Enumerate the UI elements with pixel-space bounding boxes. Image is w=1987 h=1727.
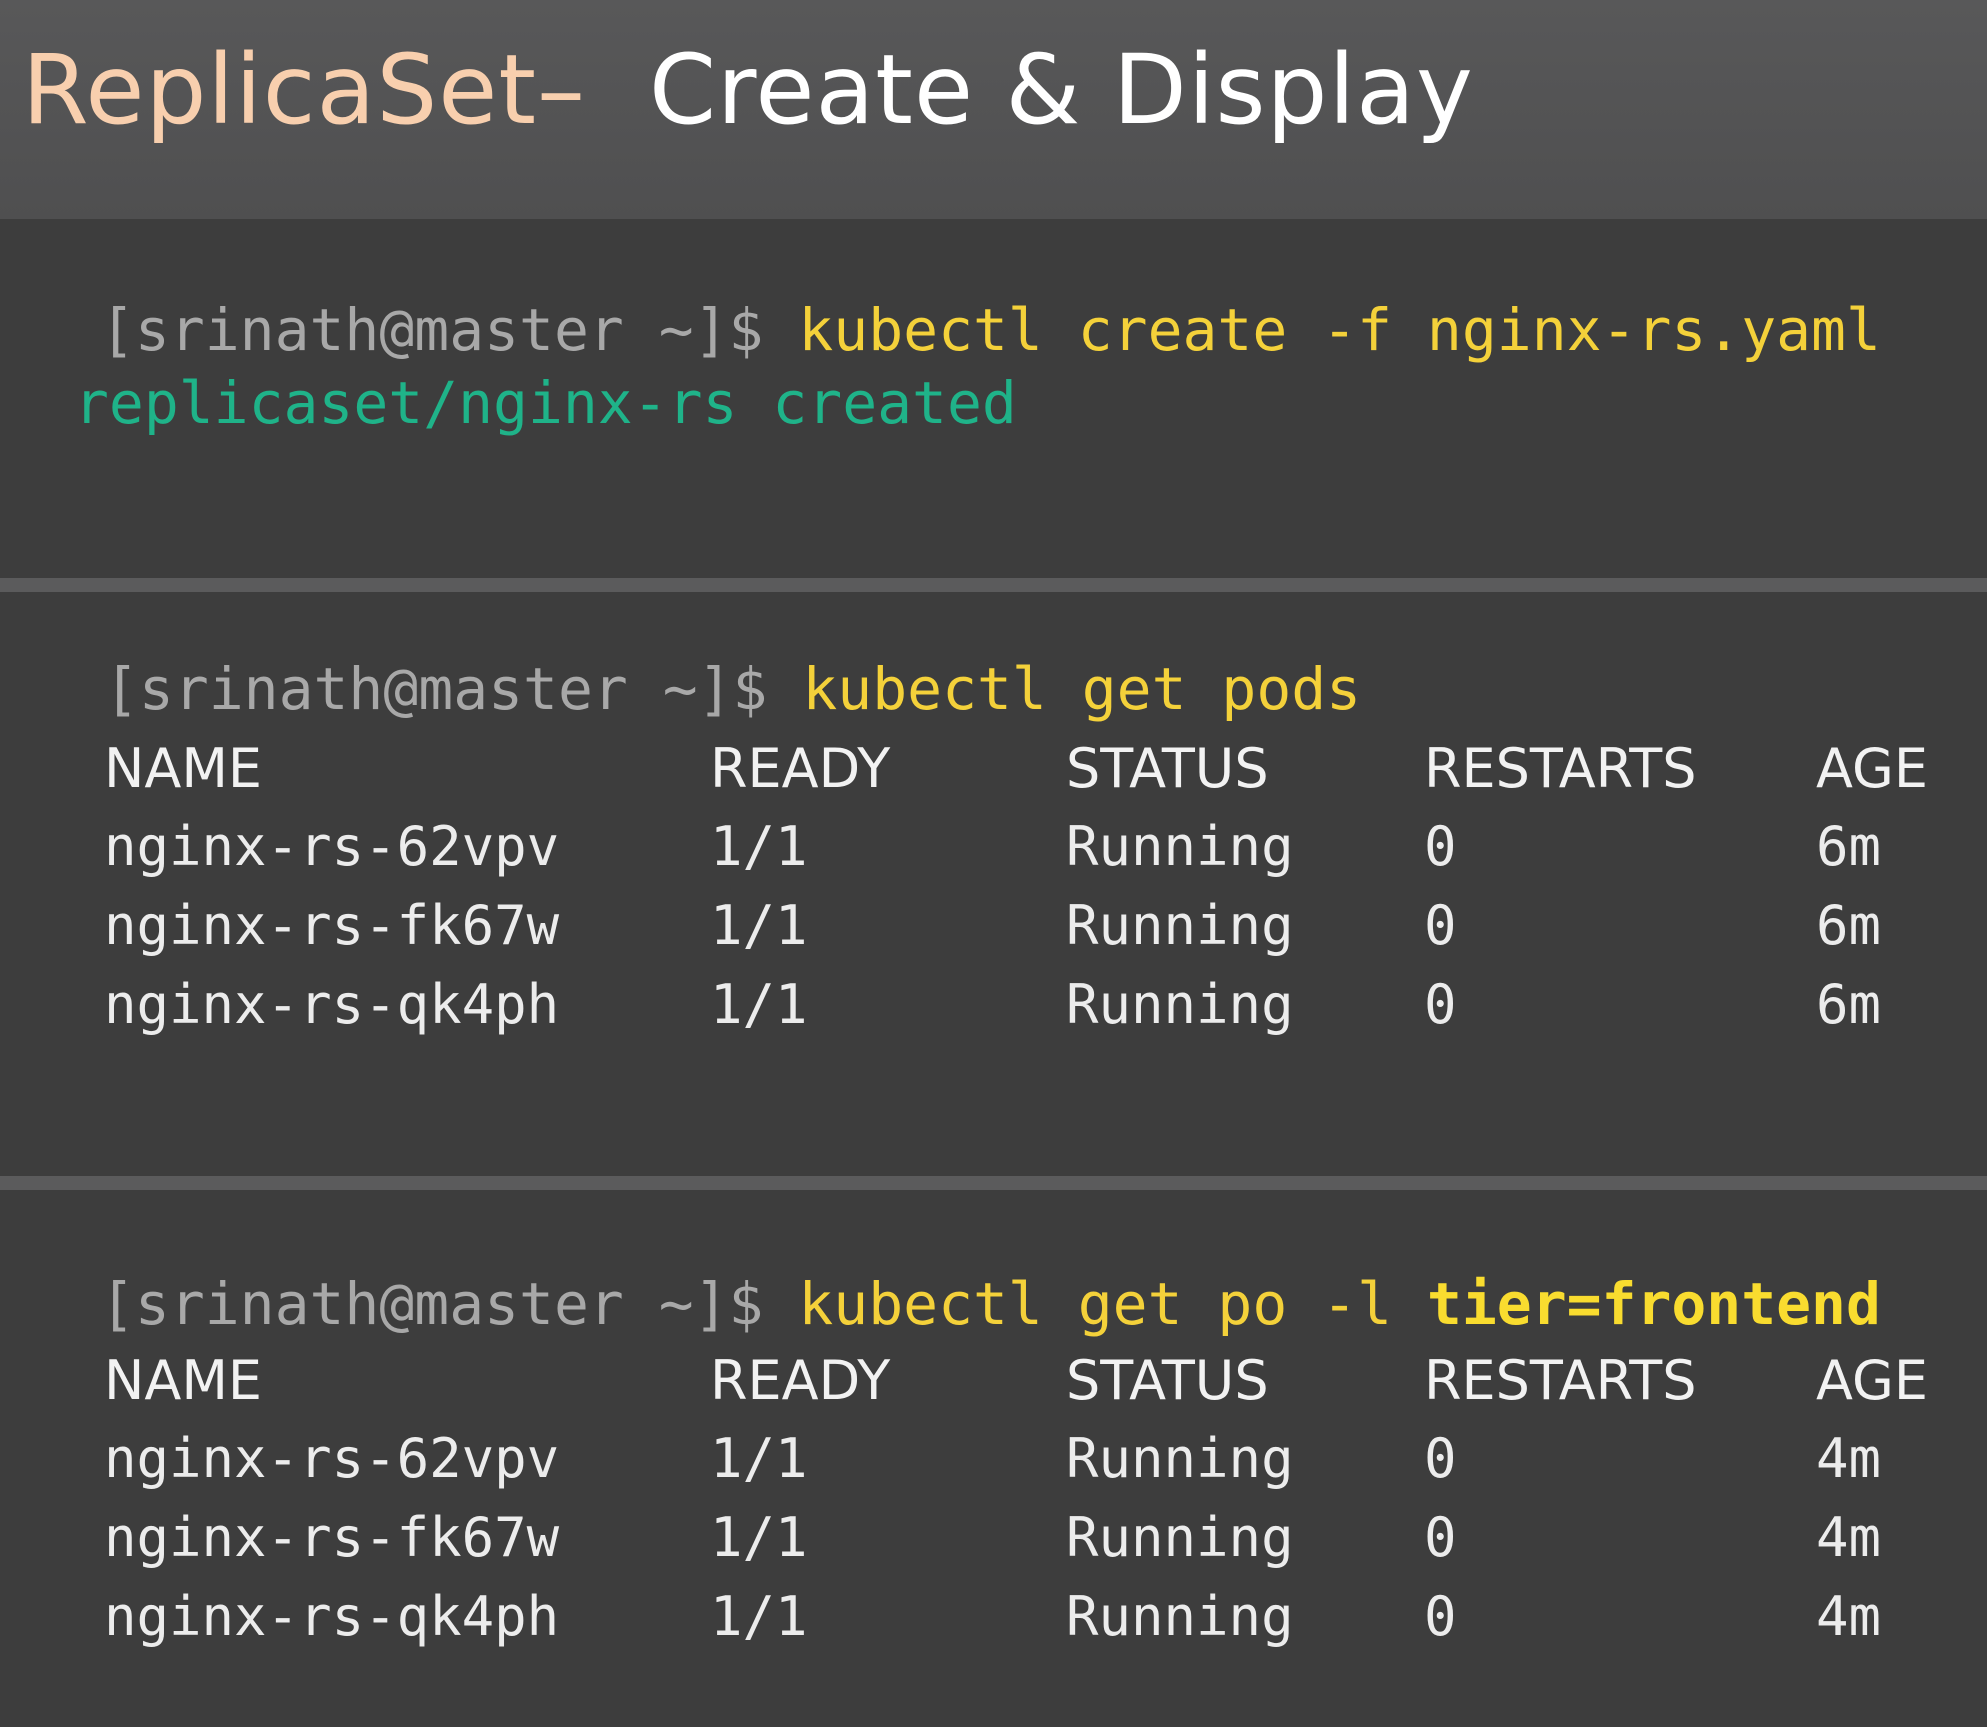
table-cell-ready: 1/1 — [710, 973, 808, 1036]
table-cell-age: 4m — [1816, 1427, 1882, 1490]
column-header-status: STATUS — [1066, 737, 1269, 800]
table-cell-ready: 1/1 — [710, 894, 808, 957]
table-cell-name: nginx-rs-fk67w — [104, 894, 560, 957]
table-cell-restarts: 0 — [1424, 1585, 1457, 1648]
table-cell-name: nginx-rs-qk4ph — [104, 1585, 560, 1648]
table-cell-restarts: 0 — [1424, 973, 1457, 1036]
command-text: kubectl create -f nginx-rs.yaml — [798, 296, 1881, 364]
title-accent: ReplicaSet– — [22, 34, 586, 146]
prompt-line: [srinath@master ~]$ kubectl create -f ng… — [100, 295, 1881, 365]
table-cell-restarts: 0 — [1424, 815, 1457, 878]
prompt-line: [srinath@master ~]$ kubectl get po -l ti… — [100, 1269, 1881, 1339]
panel-divider — [0, 1176, 1987, 1190]
column-header-age: AGE — [1816, 1349, 1928, 1412]
table-cell-status: Running — [1066, 1427, 1294, 1490]
table-cell-age: 6m — [1816, 815, 1882, 878]
command-output: replicaset/nginx-rs created — [74, 369, 1017, 437]
column-header-status: STATUS — [1066, 1349, 1269, 1412]
panel-divider — [0, 578, 1987, 592]
table-cell-restarts: 0 — [1424, 894, 1457, 957]
table-cell-age: 4m — [1816, 1506, 1882, 1569]
column-header-name: NAME — [104, 737, 263, 800]
table-cell-name: nginx-rs-62vpv — [104, 815, 560, 878]
column-header-restarts: RESTARTS — [1424, 1349, 1697, 1412]
slide-header: ReplicaSet– Create & Display — [0, 0, 1987, 219]
terminal-panel-get-pods: [srinath@master ~]$ kubectl get pods NAM… — [0, 592, 1987, 1176]
command-text: kubectl get po -l — [798, 1270, 1393, 1338]
table-cell-status: Running — [1066, 815, 1294, 878]
command-text: kubectl get pods — [802, 655, 1362, 723]
table-cell-age: 4m — [1816, 1585, 1882, 1648]
table-cell-name: nginx-rs-62vpv — [104, 1427, 560, 1490]
shell-prompt: [srinath@master ~]$ — [100, 296, 764, 364]
label-selector: tier=frontend — [1426, 1270, 1881, 1338]
table-cell-ready: 1/1 — [710, 815, 808, 878]
prompt-line: [srinath@master ~]$ kubectl get pods — [104, 654, 1361, 724]
terminal-panel-get-po-label: [srinath@master ~]$ kubectl get po -l ti… — [0, 1190, 1987, 1727]
shell-prompt: [srinath@master ~]$ — [104, 655, 768, 723]
title-main: Create & Display — [649, 34, 1474, 146]
slide-title: ReplicaSet– Create & Display — [22, 30, 1474, 150]
table-cell-restarts: 0 — [1424, 1506, 1457, 1569]
table-cell-name: nginx-rs-fk67w — [104, 1506, 560, 1569]
terminal-panel-create: [srinath@master ~]$ kubectl create -f ng… — [0, 219, 1987, 578]
column-header-age: AGE — [1816, 737, 1928, 800]
column-header-ready: READY — [710, 737, 891, 800]
table-cell-status: Running — [1066, 894, 1294, 957]
table-cell-status: Running — [1066, 1506, 1294, 1569]
column-header-ready: READY — [710, 1349, 891, 1412]
table-cell-ready: 1/1 — [710, 1506, 808, 1569]
table-cell-ready: 1/1 — [710, 1585, 808, 1648]
table-cell-restarts: 0 — [1424, 1427, 1457, 1490]
column-header-name: NAME — [104, 1349, 263, 1412]
column-header-restarts: RESTARTS — [1424, 737, 1697, 800]
table-cell-age: 6m — [1816, 894, 1882, 957]
table-cell-name: nginx-rs-qk4ph — [104, 973, 560, 1036]
table-cell-status: Running — [1066, 973, 1294, 1036]
table-cell-age: 6m — [1816, 973, 1882, 1036]
table-cell-ready: 1/1 — [710, 1427, 808, 1490]
table-cell-status: Running — [1066, 1585, 1294, 1648]
shell-prompt: [srinath@master ~]$ — [100, 1270, 764, 1338]
